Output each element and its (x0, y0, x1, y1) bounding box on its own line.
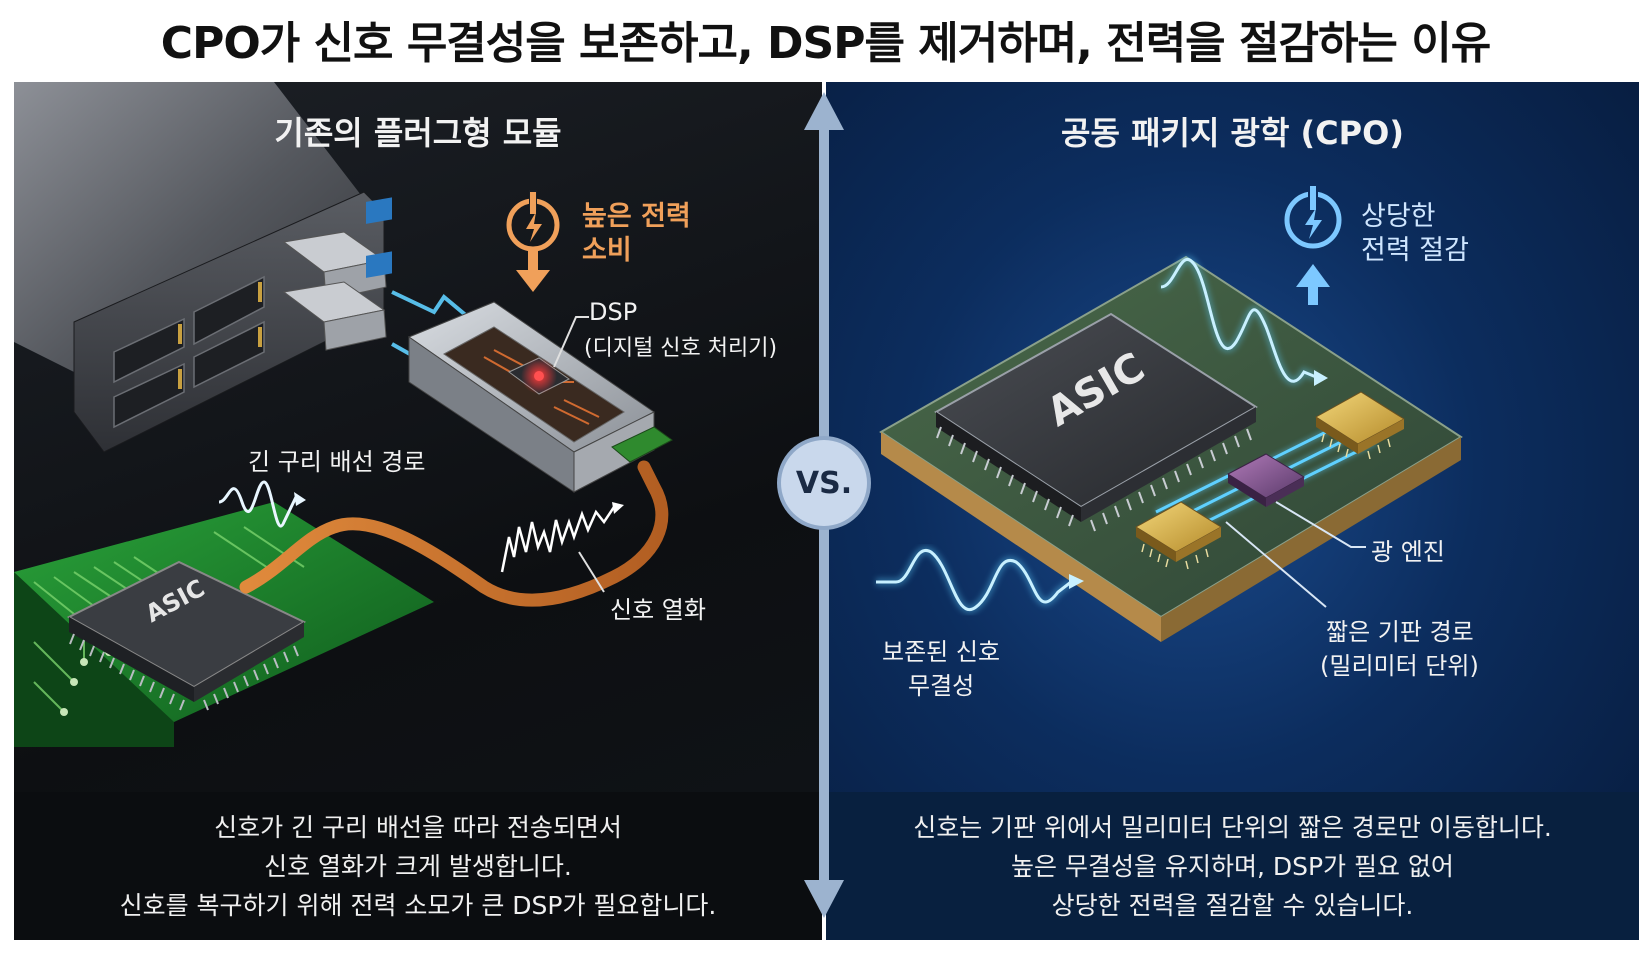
right-asic-chip (934, 312, 1258, 532)
clean-signal-wave (218, 480, 298, 528)
left-panel-plugable: 기존의 플러그형 모듈 높은 전력 소비 DSP (디지털 신호 처리기) 긴 … (14, 82, 822, 940)
optical-engine-label: 광 엔진 (1371, 538, 1445, 566)
optical-engine-right (1315, 391, 1405, 460)
left-illustration (14, 82, 673, 747)
right-caption: 신호는 기판 위에서 밀리미터 단위의 짧은 경로만 이동합니다. 높은 무결성… (826, 792, 1639, 940)
short-path-label-line2: (밀리미터 단위) (1320, 652, 1479, 680)
copper-cable (239, 460, 669, 607)
left-caption-line1: 신호가 긴 구리 배선을 따라 전송되면서 (214, 812, 622, 842)
right-caption-line2: 높은 무결성을 유지하며, DSP가 필요 없어 (1011, 851, 1454, 881)
dsp-label: DSP (589, 298, 638, 326)
optical-engine-left (1135, 501, 1222, 570)
power-saving-icon (1284, 184, 1342, 305)
sfp-module-lower (282, 251, 392, 351)
preserved-signal-wave-bottom (876, 546, 1084, 614)
dsp-sublabel: (디지털 신호 처리기) (584, 336, 778, 361)
optical-engine-center (1227, 453, 1305, 507)
power-warning-icon (506, 190, 560, 292)
left-caption-line3: 신호를 복구하기 위해 전력 소모가 큰 DSP가 필요합니다. (119, 890, 717, 920)
high-power-label-line2: 소비 (582, 235, 632, 266)
page-title: CPO가 신호 무결성을 보존하고, DSP를 제거하며, 전력을 절감하는 이… (160, 18, 1491, 69)
high-power-label-line1: 높은 전력 (582, 201, 691, 232)
left-panel-heading: 기존의 플러그형 모듈 (274, 114, 562, 152)
right-caption-line3: 상당한 전력을 절감할 수 있습니다. (1051, 890, 1414, 920)
left-asic-chip (66, 560, 307, 711)
left-caption-line2: 신호 열화가 크게 발생합니다. (264, 851, 572, 881)
right-panel-cpo: 공동 패키지 광학 (CPO) 상당한 전력 절감 ASIC 광 엔진 짧은 기… (826, 82, 1639, 940)
short-path-label-line1: 짧은 기판 경로 (1326, 618, 1474, 646)
vs-badge: VS. (781, 440, 867, 526)
power-saving-label-line2: 전력 절감 (1361, 235, 1469, 266)
right-panel-heading: 공동 패키지 광학 (CPO) (1061, 114, 1404, 152)
preserved-integrity-label-line1: 보존된 신호 (882, 638, 1001, 666)
right-caption-line1: 신호는 기판 위에서 밀리미터 단위의 짧은 경로만 이동합니다. (913, 812, 1552, 842)
degraded-signal-wave (500, 506, 616, 573)
preserved-integrity-label-line2: 무결성 (908, 672, 975, 700)
copper-path-label: 긴 구리 배선 경로 (248, 448, 426, 476)
left-caption: 신호가 긴 구리 배선을 따라 전송되면서 신호 열화가 크게 발생합니다. 신… (14, 792, 822, 940)
signal-degradation-label: 신호 열화 (610, 596, 706, 624)
right-illustration (876, 184, 1528, 872)
right-callout-lines (1225, 501, 1366, 608)
power-saving-label-line1: 상당한 (1361, 201, 1436, 232)
callout-lines (553, 316, 605, 593)
preserved-signal-wave-top (1159, 255, 1328, 386)
pluggable-module (407, 301, 673, 493)
